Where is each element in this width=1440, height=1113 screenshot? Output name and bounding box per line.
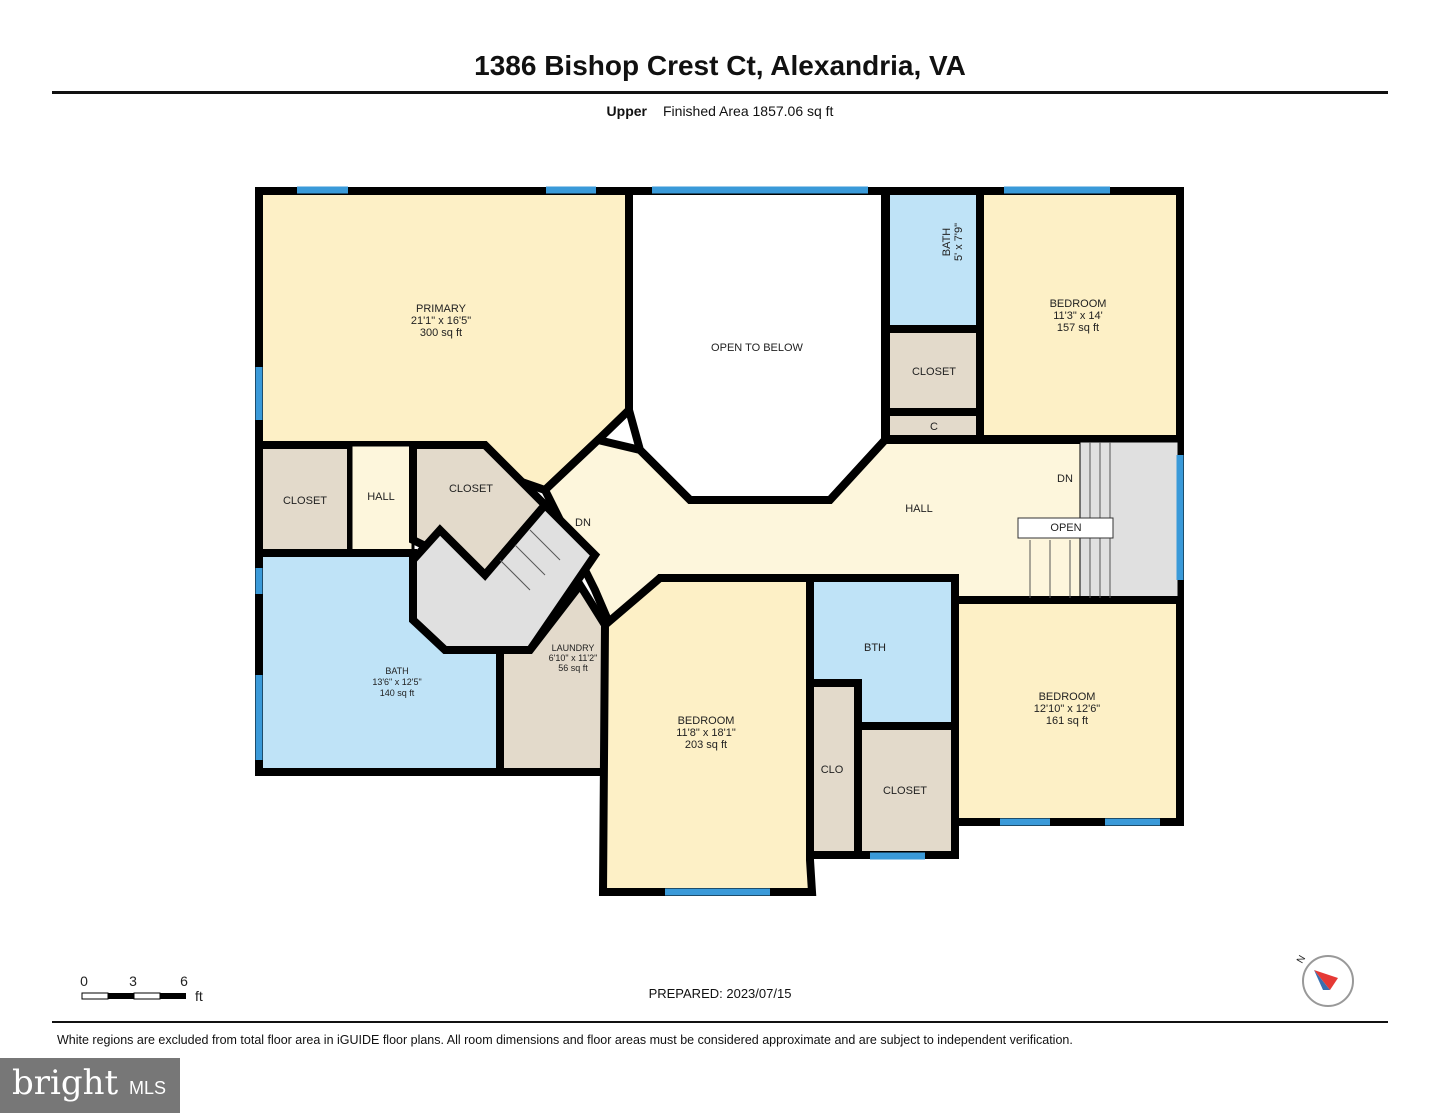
property-address: 1386 Bishop Crest Ct, Alexandria, VA <box>474 50 966 81</box>
open-to-below-label: OPEN TO BELOW <box>711 342 804 354</box>
room-bth <box>806 574 959 730</box>
room-bath-ne <box>882 187 984 333</box>
open-label: OPEN <box>1050 522 1081 534</box>
bedroom-c-dims: 11'8" x 18'1" <box>676 727 736 739</box>
room-hall-w <box>349 443 415 555</box>
bath-name: BATH <box>385 666 408 676</box>
bedroom-se-area: 161 sq ft <box>1046 715 1088 727</box>
bath-area: 140 sq ft <box>380 688 415 698</box>
closet-ne-label: CLOSET <box>912 366 956 378</box>
disclaimer: White regions are excluded from total fl… <box>57 1033 1073 1047</box>
bedroom-se-name: BEDROOM <box>1039 691 1096 703</box>
svg-text:N: N <box>1295 954 1308 966</box>
bedroom-ne-area: 157 sq ft <box>1057 322 1099 334</box>
bottom-divider <box>52 1021 1388 1023</box>
bedroom-ne-name: BEDROOM <box>1050 298 1107 310</box>
svg-text:3: 3 <box>129 973 137 989</box>
primary-dims: 21'1" x 16'5" <box>411 315 471 327</box>
top-divider <box>52 91 1388 94</box>
open-label-box <box>1017 517 1114 539</box>
bth-label: BTH <box>864 642 886 654</box>
bedroom-c-name: BEDROOM <box>678 715 735 727</box>
floor-summary: Upper Finished Area 1857.06 sq ft <box>0 103 1440 119</box>
clo-label: CLO <box>821 764 844 776</box>
bath-ne-name: BATH <box>941 228 953 257</box>
compass-icon: N <box>1295 954 1354 1007</box>
bath-dims: 13'6" x 12'5" <box>372 677 421 687</box>
c-label: C <box>930 421 938 433</box>
scale-bar: 0 3 6 ft <box>80 973 203 1004</box>
svg-text:ft: ft <box>195 988 203 1004</box>
prepared-date: PREPARED: 2023/07/15 <box>648 986 792 1001</box>
svg-text:6: 6 <box>180 973 188 989</box>
bedroom-se-dims: 12'10" x 12'6" <box>1034 703 1101 715</box>
floor-name: Upper <box>606 103 647 119</box>
dn-left-label: DN <box>575 517 591 529</box>
room-bedroom-c <box>598 574 817 896</box>
room-closet-s <box>854 722 959 859</box>
bright-mls-logo: bright MLS <box>0 1058 180 1113</box>
bath-ne-dims: 5' x 7'9" <box>953 223 965 261</box>
room-bedroom-se <box>951 596 1184 826</box>
closet-w2-label: CLOSET <box>449 483 493 495</box>
laundry-area: 56 sq ft <box>558 663 588 673</box>
room-bath <box>255 549 504 776</box>
laundry-name: LAUNDRY <box>552 643 595 653</box>
primary-name: PRIMARY <box>416 303 467 315</box>
closet-s-label: CLOSET <box>883 785 927 797</box>
svg-text:0: 0 <box>80 973 88 989</box>
bedroom-ne-dims: 11'3" x 14' <box>1053 310 1103 322</box>
dn-right-label: DN <box>1057 473 1073 485</box>
hall-w-label: HALL <box>367 491 395 503</box>
finished-area: Finished Area 1857.06 sq ft <box>663 103 834 119</box>
primary-area: 300 sq ft <box>420 327 462 339</box>
hall-label: HALL <box>905 503 933 515</box>
bedroom-c-area: 203 sq ft <box>685 739 727 751</box>
laundry-dims: 6'10" x 11'2" <box>549 653 598 663</box>
room-bedroom-ne <box>976 187 1184 443</box>
closet-w-label: CLOSET <box>283 495 327 507</box>
windows <box>255 186 1184 896</box>
